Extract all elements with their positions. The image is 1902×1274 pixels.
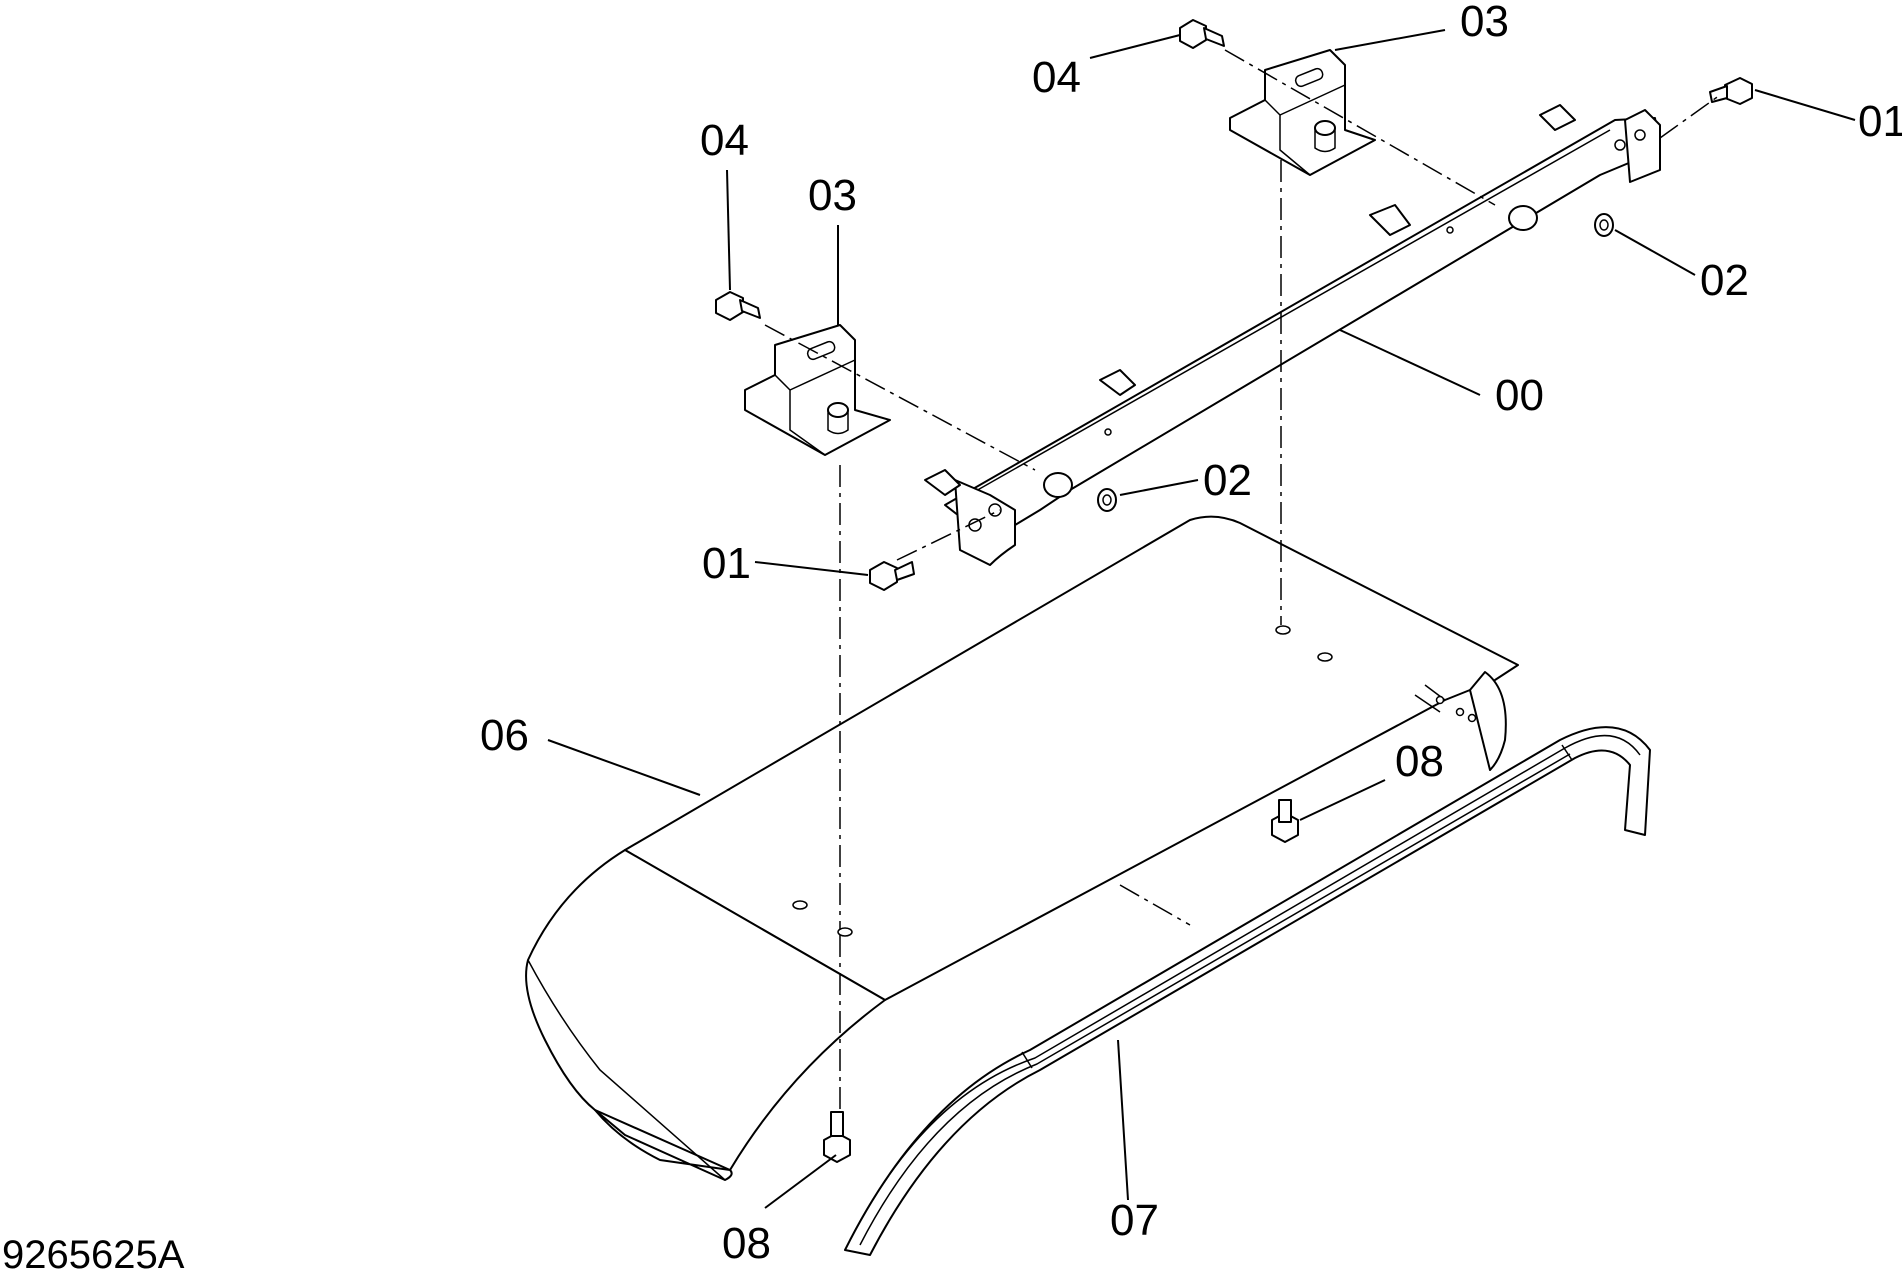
trim-strip-part-07: [844, 726, 1651, 1256]
callout-00: 00: [1495, 371, 1544, 420]
fasteners: [715, 19, 1753, 1163]
main-bracket-part-00: [924, 104, 1661, 566]
side-bracket-left-part-03: [744, 324, 891, 456]
callout-01-right: 01: [1858, 97, 1902, 146]
callout-06: 06: [480, 711, 529, 760]
callout-04-left: 04: [700, 116, 749, 165]
callout-02-right: 02: [1700, 256, 1749, 305]
side-bracket-top-part-03: [1229, 49, 1376, 176]
callout-03-top: 03: [1460, 0, 1509, 46]
callout-07: 07: [1110, 1196, 1159, 1245]
callout-04-top: 04: [1032, 53, 1081, 102]
callout-08-right: 08: [1395, 737, 1444, 786]
callout-labels: 03 04 01 02 00 04 03 02 01 06 08 07 08: [480, 0, 1902, 1268]
drawing-id: 9265625A: [2, 1233, 185, 1274]
callout-02-mid: 02: [1203, 456, 1252, 505]
leader-lines: [547, 29, 1856, 1209]
callout-03-left: 03: [808, 171, 857, 220]
fender-part-06: [525, 515, 1519, 1181]
centerlines: [764, 49, 1721, 1110]
callout-01-left: 01: [702, 539, 751, 588]
callout-08-bottom: 08: [722, 1219, 771, 1268]
